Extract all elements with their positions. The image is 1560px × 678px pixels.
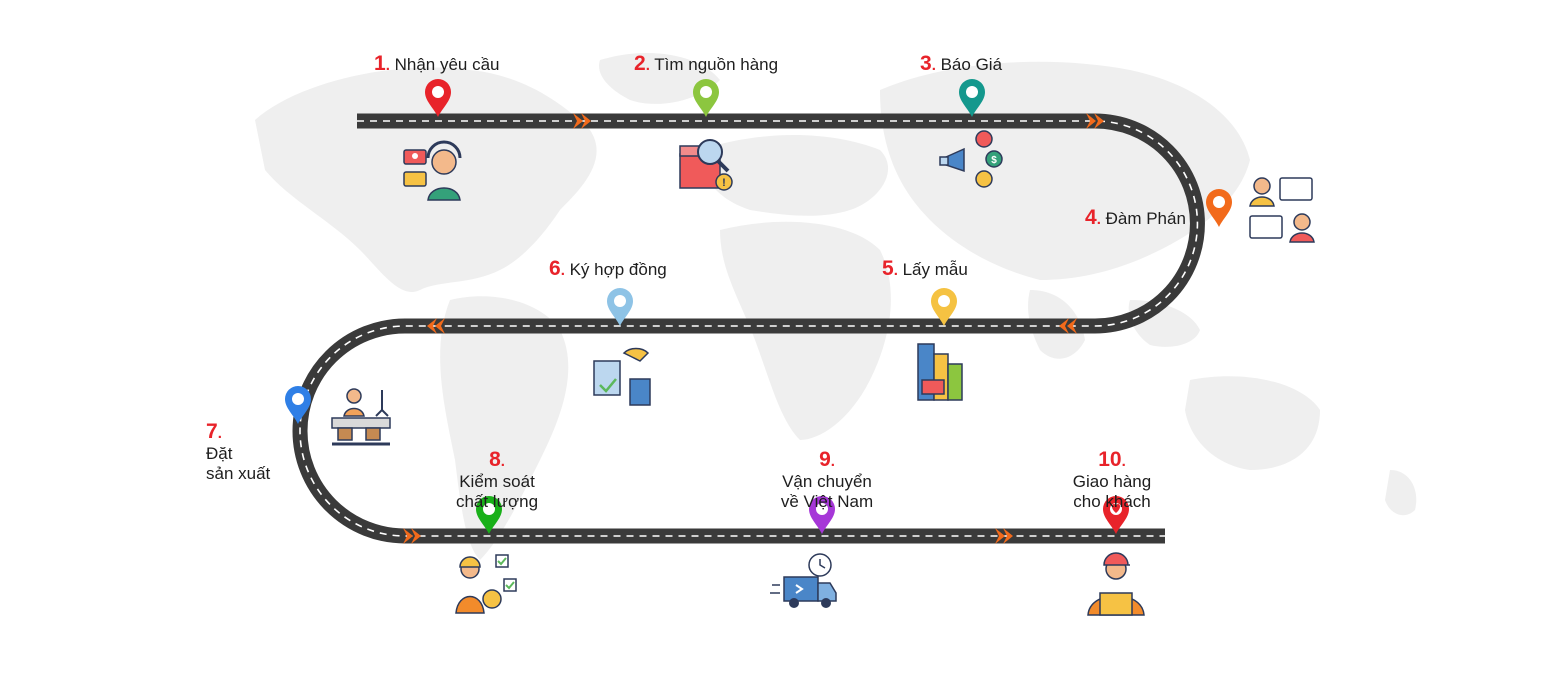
step-9-number: 9. bbox=[819, 448, 835, 471]
step-7-label: 7. Đặt sản xuất bbox=[206, 402, 270, 484]
step-1-text: Nhận yêu cầu bbox=[394, 55, 500, 74]
direction-arrow-icon bbox=[995, 528, 1013, 544]
step-9-label: 9. Vận chuyển về Việt Nam bbox=[762, 430, 892, 532]
step-8-text: Kiểm soát chất lượng bbox=[455, 472, 539, 511]
step-6-map-pin-icon bbox=[607, 288, 633, 326]
contract-handshake-icon bbox=[593, 347, 651, 406]
step-1-label: 1. Nhận yêu cầu bbox=[374, 52, 500, 76]
negotiation-chat-icon bbox=[1249, 177, 1315, 243]
step-3-number: 3. bbox=[920, 52, 936, 75]
direction-arrow-icon bbox=[573, 113, 591, 129]
step-5-number: 5. bbox=[882, 257, 898, 280]
direction-arrow-icon bbox=[1059, 318, 1077, 334]
quality-control-icon bbox=[455, 554, 517, 614]
step-2-label: 2. Tìm nguồn hàng bbox=[634, 52, 779, 76]
step-3-label: 3. Báo Giá bbox=[920, 52, 1003, 76]
step-7-number: 7. bbox=[206, 420, 222, 443]
svg-text:$: $ bbox=[991, 155, 997, 166]
step-1-number: 1. bbox=[374, 52, 390, 75]
product-search-icon: ! bbox=[679, 139, 733, 191]
step-2-map-pin-icon bbox=[693, 79, 719, 117]
direction-arrow-icon bbox=[403, 528, 421, 544]
production-line-icon bbox=[331, 388, 391, 446]
step-2-text: Tìm nguồn hàng bbox=[654, 55, 779, 74]
step-6-label: 6. Ký hợp đồng bbox=[549, 257, 667, 281]
step-8-label: 8. Kiểm soát chất lượng bbox=[437, 430, 557, 532]
delivery-truck-icon bbox=[770, 553, 837, 608]
step-4-label: 4. Đàm Phán bbox=[1085, 206, 1186, 230]
step-8-number: 8. bbox=[489, 448, 505, 471]
step-7-map-pin-icon bbox=[285, 386, 311, 424]
step-4-text: Đàm Phán bbox=[1105, 209, 1186, 228]
svg-text:!: ! bbox=[722, 177, 726, 189]
step-5-text: Lấy mẫu bbox=[902, 260, 968, 279]
step-1-map-pin-icon bbox=[425, 79, 451, 117]
step-6-number: 6. bbox=[549, 257, 565, 280]
step-5-map-pin-icon bbox=[931, 288, 957, 326]
road-center-dashes bbox=[299, 120, 1199, 537]
delivery-person-icon bbox=[1087, 552, 1145, 616]
step-6-text: Ký hợp đồng bbox=[569, 260, 667, 279]
direction-arrow-icon bbox=[427, 318, 445, 334]
direction-arrow-icon bbox=[1086, 113, 1104, 129]
step-3-map-pin-icon bbox=[959, 79, 985, 117]
step-2-number: 2. bbox=[634, 52, 650, 75]
product-samples-icon bbox=[917, 343, 963, 401]
step-3-text: Báo Giá bbox=[940, 55, 1003, 74]
customer-support-icon bbox=[403, 140, 462, 201]
step-5-label: 5. Lấy mẫu bbox=[882, 257, 968, 281]
step-10-label: 10. Giao hàng cho khách bbox=[1052, 430, 1172, 532]
step-4-number: 4. bbox=[1085, 206, 1101, 229]
step-8-map-pin-icon bbox=[476, 496, 502, 534]
step-4-map-pin-icon bbox=[1206, 189, 1232, 227]
price-quote-icon: $ bbox=[939, 130, 1003, 188]
step-10-number: 10. bbox=[1098, 448, 1126, 471]
step-10-text: Giao hàng cho khách bbox=[1072, 472, 1152, 511]
step-10-map-pin-icon bbox=[1103, 496, 1129, 534]
step-9-map-pin-icon bbox=[809, 496, 835, 534]
step-9-text: Vận chuyển về Việt Nam bbox=[780, 472, 874, 511]
step-7-text: Đặt sản xuất bbox=[206, 444, 271, 483]
